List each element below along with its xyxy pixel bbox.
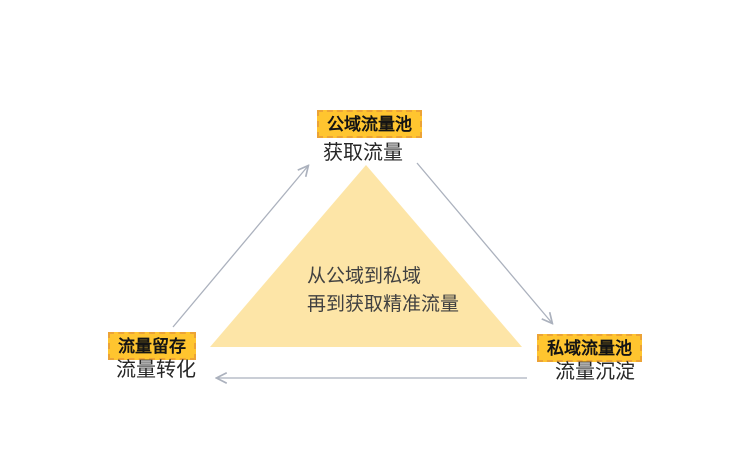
- funnel-triangle: [210, 165, 522, 347]
- node-traffic-retention-label: 流量留存: [118, 337, 186, 356]
- node-private-traffic-pool-label: 私域流量池: [547, 339, 632, 358]
- node-traffic-retention-sublabel: 流量转化: [116, 359, 196, 381]
- node-public-traffic-pool-label: 公域流量池: [327, 115, 412, 134]
- node-public-traffic-pool-sublabel: 获取流量: [323, 142, 403, 164]
- triangle-center-text: 从公域到私域 再到获取精准流量: [307, 263, 459, 319]
- triangle-center-text-line2: 再到获取精准流量: [307, 294, 460, 315]
- node-traffic-retention: 流量留存: [108, 332, 196, 360]
- arrow-bottomleft-to-top: [172, 166, 308, 328]
- arrow-top-to-bottomright: [416, 162, 552, 323]
- node-private-traffic-pool-sublabel: 流量沉淀: [555, 361, 635, 383]
- node-private-traffic-pool: 私域流量池: [537, 334, 642, 362]
- node-public-traffic-pool: 公域流量池: [317, 110, 422, 138]
- triangle-center-text-line1: 从公域到私域: [307, 266, 422, 287]
